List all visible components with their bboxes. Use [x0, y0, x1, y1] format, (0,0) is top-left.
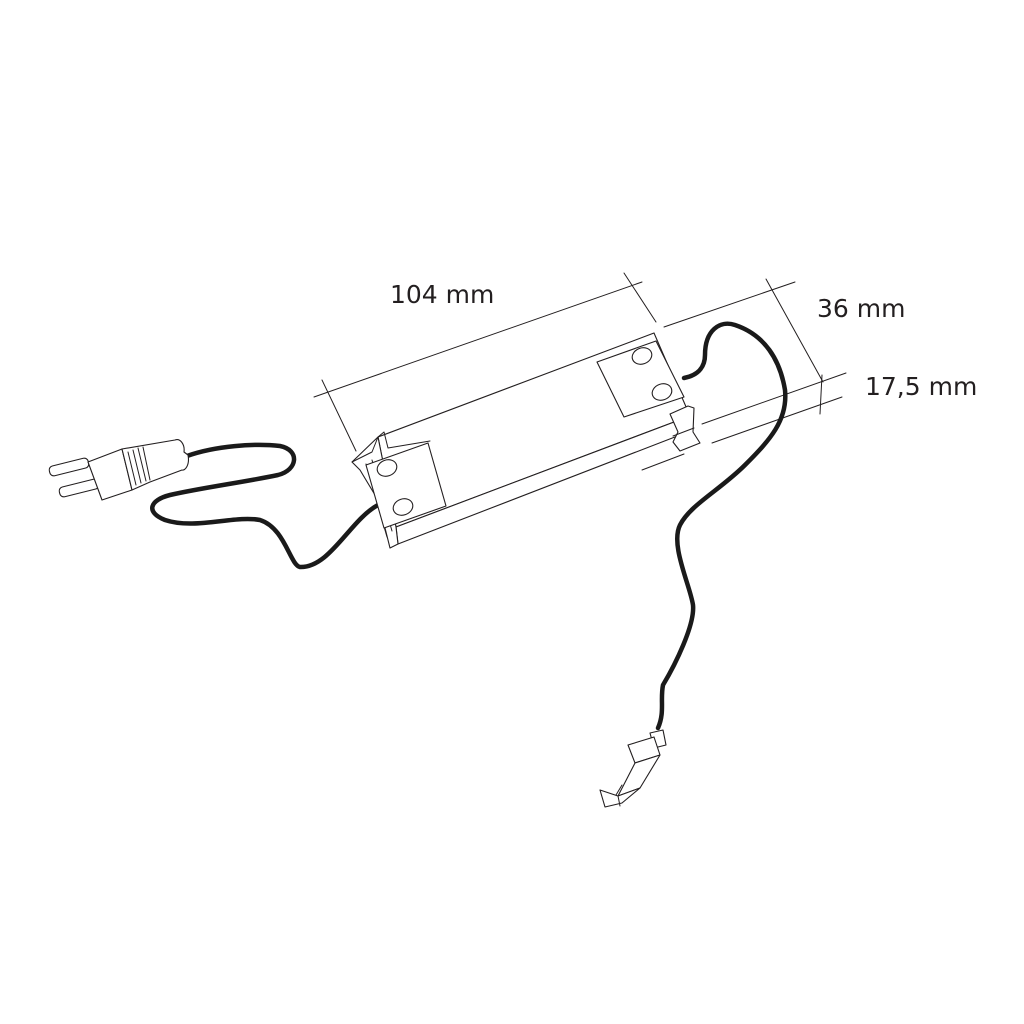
mounting-hole: [376, 459, 398, 477]
dimension-height-label: 17,5 mm: [865, 372, 978, 401]
power-supply-housing: [351, 332, 701, 549]
input-cable: [150, 442, 381, 570]
dimension-line-length: [313, 272, 657, 452]
eu-plug: [48, 439, 189, 501]
output-connector: [599, 729, 667, 808]
dimension-width-label: 36 mm: [817, 294, 906, 323]
mounting-hole: [651, 383, 673, 401]
dimension-line-width: [663, 278, 824, 383]
mounting-hole: [392, 498, 414, 516]
output-cable: [655, 321, 788, 731]
dimension-line-height: [641, 372, 847, 471]
dimension-length-label: 104 mm: [390, 280, 495, 309]
mounting-hole: [631, 347, 653, 365]
